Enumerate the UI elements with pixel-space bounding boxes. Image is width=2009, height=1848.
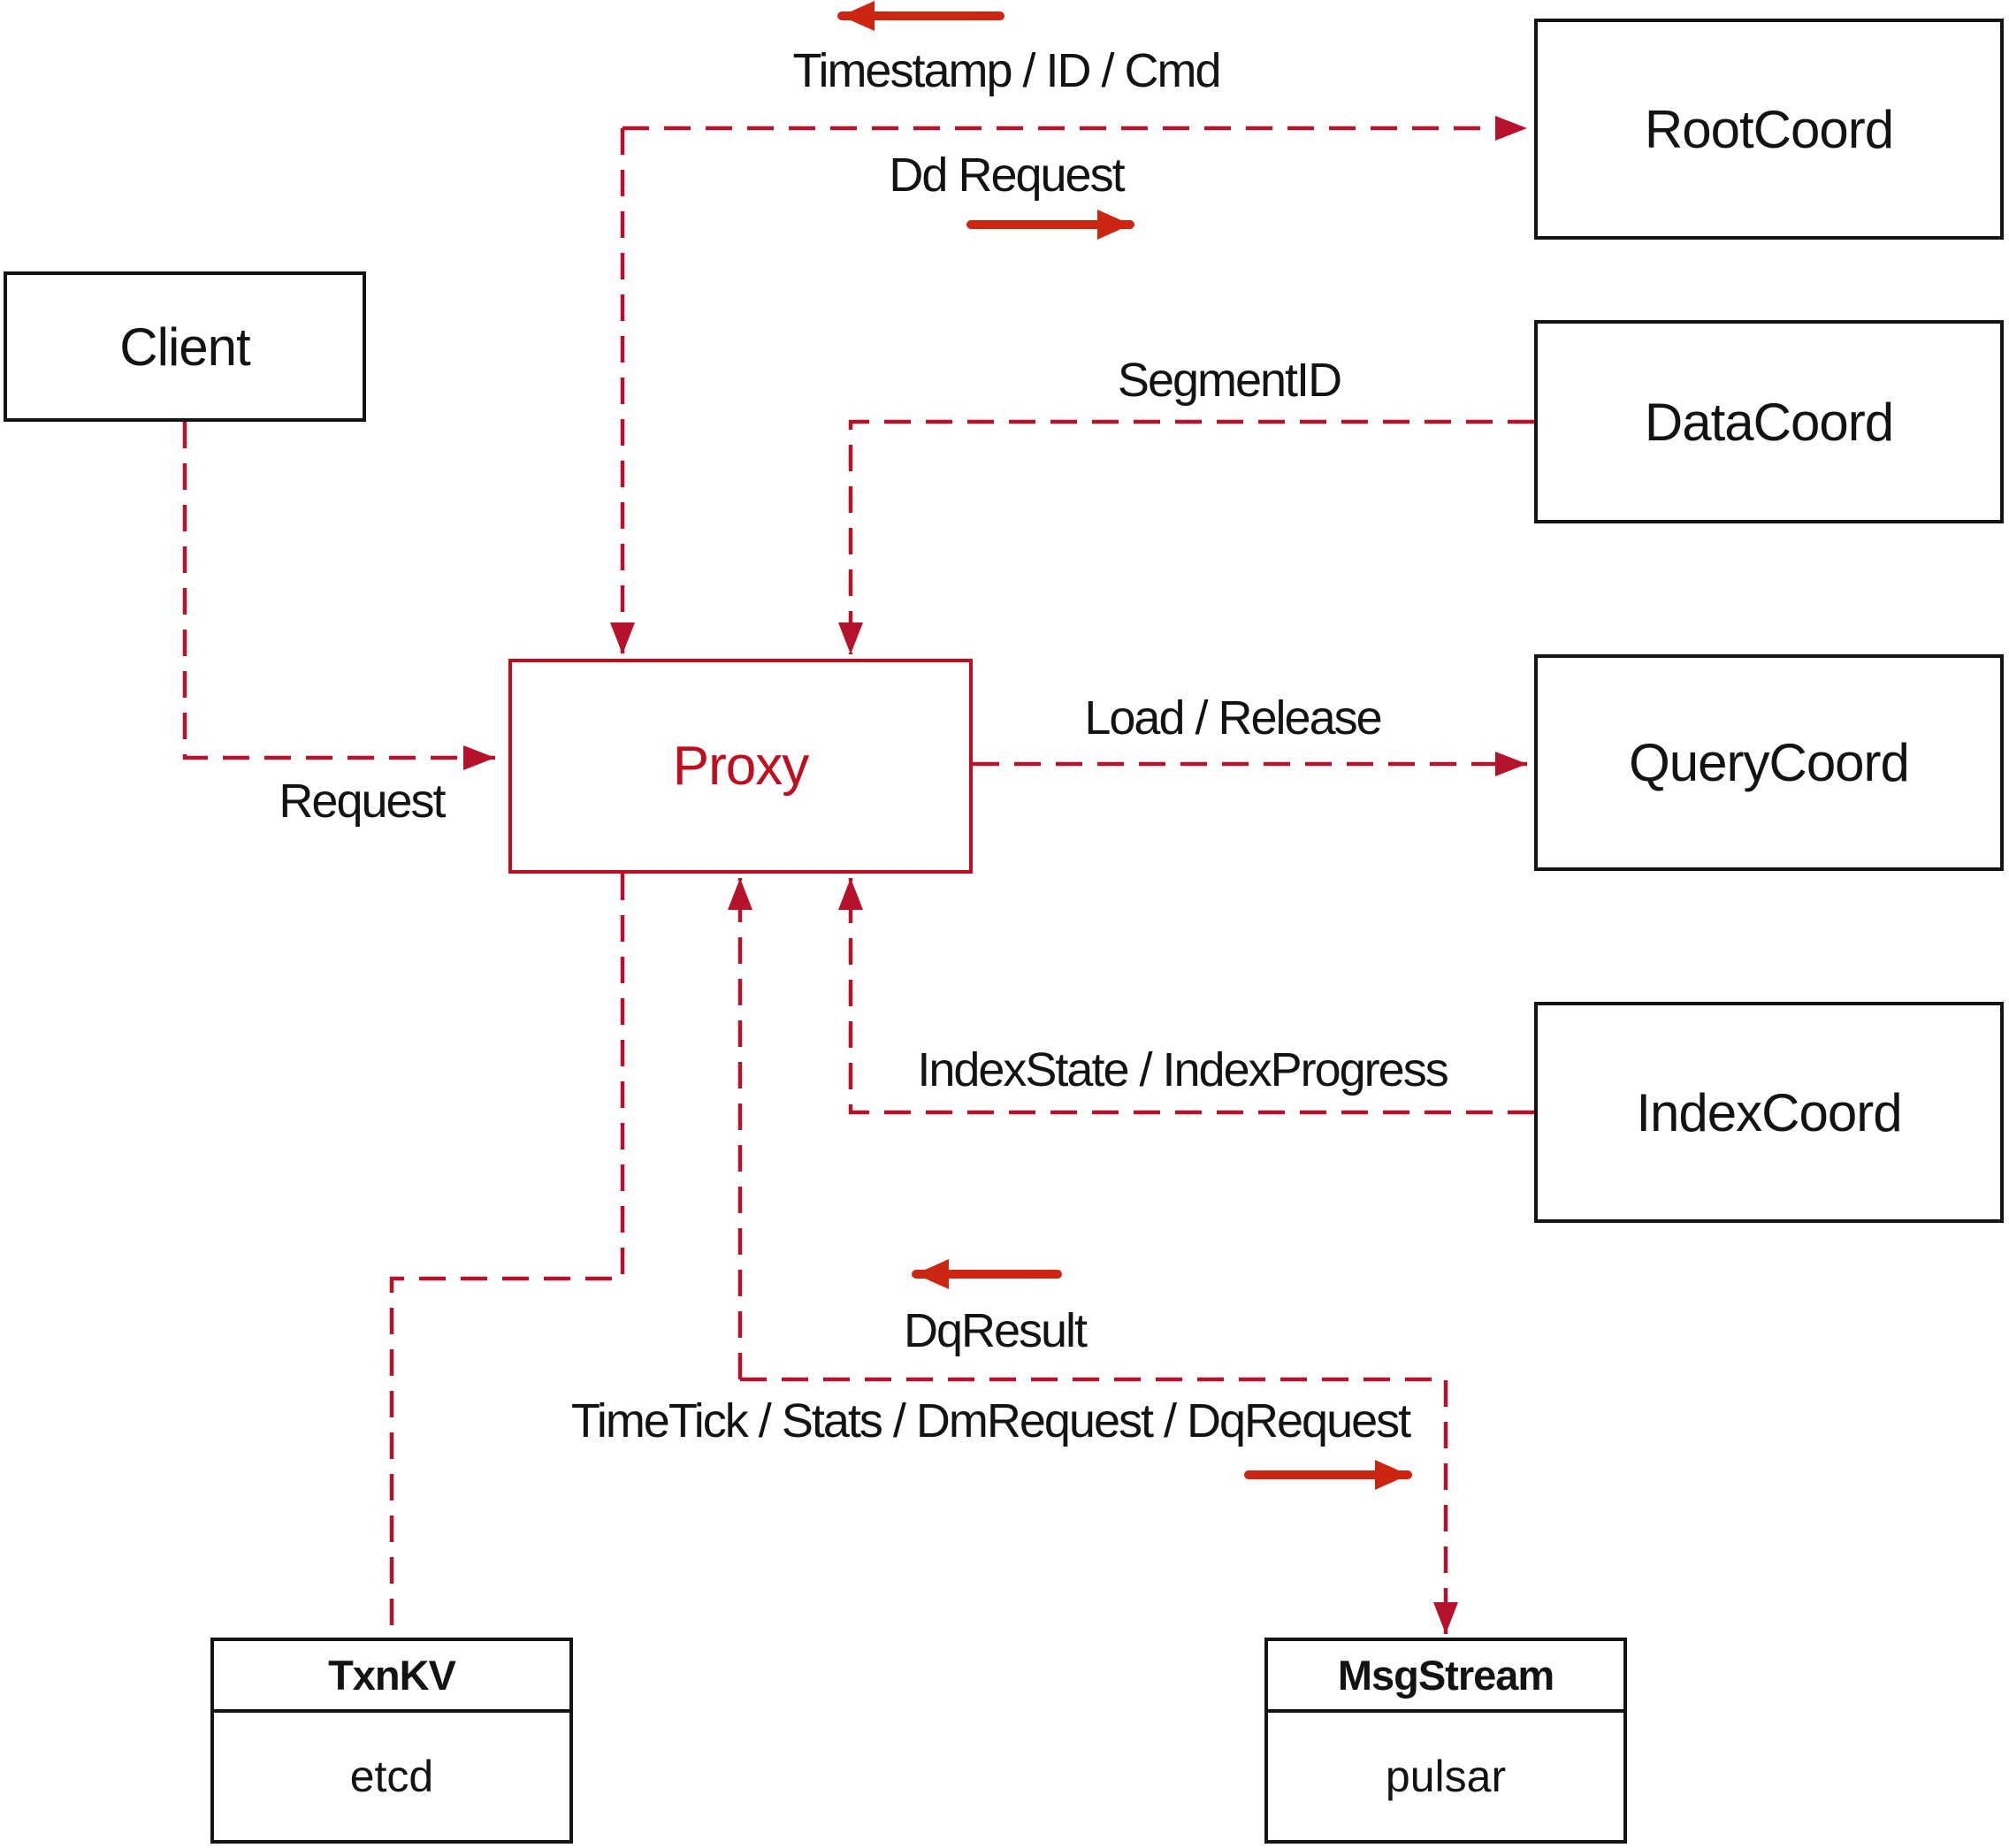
node-msgstream-title: MsgStream bbox=[1268, 1641, 1623, 1713]
connector-indexcoord-proxy bbox=[838, 878, 1534, 1115]
connector-proxy-txnkv bbox=[389, 874, 625, 1638]
node-proxy: Proxy bbox=[508, 659, 973, 874]
node-querycoord-label: QueryCoord bbox=[1629, 733, 1910, 792]
node-msgstream-impl: pulsar bbox=[1385, 1752, 1507, 1801]
node-proxy-label: Proxy bbox=[672, 736, 809, 797]
edge-label-dq-result: DqResult bbox=[903, 1304, 1088, 1357]
node-client: Client bbox=[4, 271, 366, 422]
edge-label-request: Request bbox=[279, 775, 446, 828]
edge-label-segment-id: SegmentID bbox=[1117, 354, 1342, 407]
node-indexcoord-label: IndexCoord bbox=[1636, 1082, 1902, 1142]
edge-label-load-release: Load / Release bbox=[1084, 691, 1382, 745]
node-txnkv-impl: etcd bbox=[349, 1752, 434, 1801]
connector-datacoord-proxy bbox=[838, 419, 1534, 654]
edge-label-dd-request: Dd Request bbox=[889, 149, 1125, 202]
connector-client-proxy bbox=[182, 422, 495, 770]
node-datacoord-label: DataCoord bbox=[1644, 392, 1894, 452]
edge-label-time-tick-stats: TimeTick / Stats / DmRequest / DqRequest bbox=[570, 1394, 1411, 1447]
edge-label-index-state-progress: IndexState / IndexProgress bbox=[917, 1043, 1448, 1096]
node-client-label: Client bbox=[119, 317, 250, 377]
node-indexcoord: IndexCoord bbox=[1534, 1002, 2004, 1223]
node-rootcoord: RootCoord bbox=[1534, 19, 2004, 240]
node-txnkv: TxnKV etcd bbox=[210, 1638, 573, 1844]
node-txnkv-title: TxnKV bbox=[214, 1641, 569, 1713]
node-datacoord: DataCoord bbox=[1534, 320, 2004, 523]
node-querycoord: QueryCoord bbox=[1534, 654, 2004, 871]
node-rootcoord-label: RootCoord bbox=[1644, 99, 1894, 159]
node-msgstream: MsgStream pulsar bbox=[1264, 1638, 1627, 1844]
edge-label-timestamp-id-cmd: Timestamp / ID / Cmd bbox=[792, 44, 1221, 97]
connector-proxy-msgstream bbox=[740, 1377, 1458, 1634]
